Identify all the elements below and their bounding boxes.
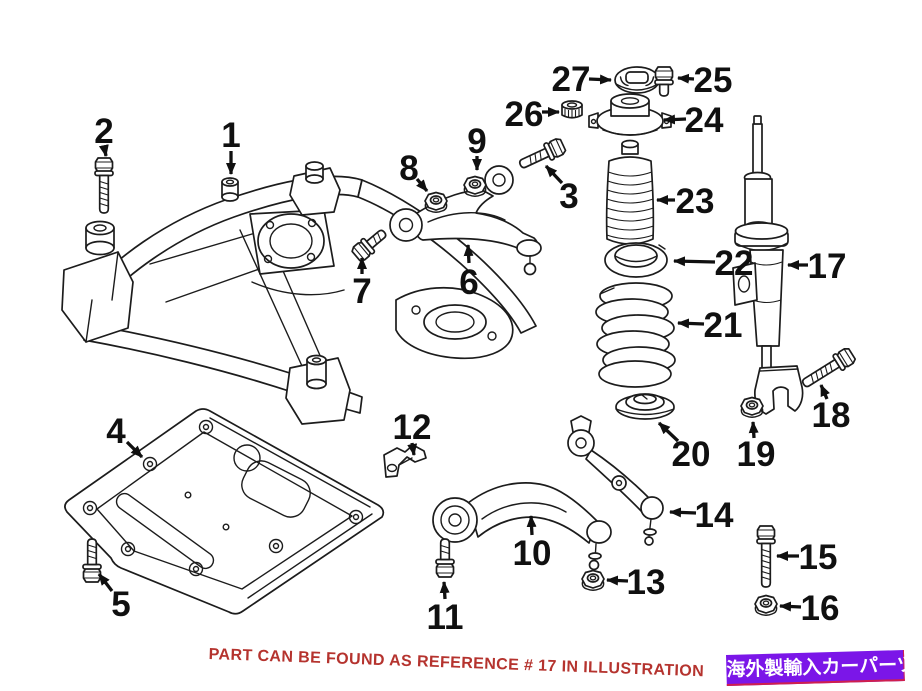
callout-number: 5 (111, 585, 130, 624)
callout-8: 8 (399, 149, 429, 193)
bolt-7 (351, 229, 387, 262)
bolt-3 (518, 138, 567, 169)
callout-19: 19 (737, 421, 776, 474)
callout-17: 17 (787, 247, 847, 286)
subframe-bushing (221, 177, 239, 202)
callout-10: 10 (513, 515, 552, 573)
bolt-18 (801, 348, 857, 388)
subframe (61, 161, 537, 425)
callout-number: 1 (221, 116, 240, 155)
upper-spring-pad (604, 242, 668, 278)
callout-18: 18 (812, 384, 851, 435)
callout-number: 9 (467, 122, 486, 161)
nut-16 (754, 594, 778, 616)
callout-number: 10 (513, 534, 552, 573)
callout-number: 14 (695, 496, 734, 535)
callout-number: 11 (427, 598, 464, 637)
callout-number: 4 (106, 412, 126, 451)
callout-6: 6 (459, 244, 479, 302)
coil-spring (595, 282, 676, 388)
dust-boot (605, 139, 655, 245)
callout-21: 21 (677, 306, 743, 345)
callout-number: 27 (552, 60, 591, 99)
callout-number: 16 (801, 589, 840, 628)
callout-number: 8 (399, 149, 418, 188)
lower-control-arm (432, 482, 612, 571)
callout-27: 27 (552, 60, 612, 99)
callout-23: 23 (656, 182, 715, 221)
callout-11: 11 (427, 581, 464, 637)
callout-number: 3 (559, 177, 578, 216)
callout-number: 21 (704, 306, 743, 345)
callout-number: 7 (352, 272, 371, 311)
callout-4: 4 (106, 412, 144, 459)
tension-strut-arm (567, 415, 664, 546)
shock-strut (732, 115, 804, 415)
callout-26: 26 (505, 95, 560, 134)
callout-24: 24 (663, 101, 724, 140)
strut-mount-cap (614, 66, 660, 94)
callout-20: 20 (657, 421, 711, 474)
callout-12: 12 (393, 408, 432, 456)
callout-25: 25 (677, 61, 733, 100)
callout-5: 5 (97, 572, 131, 624)
callout-number: 26 (505, 95, 544, 134)
bolt-2 (94, 157, 114, 214)
callout-number: 2 (94, 112, 113, 151)
callout-number: 13 (627, 563, 666, 602)
callout-9: 9 (467, 122, 487, 171)
callout-16: 16 (779, 589, 840, 628)
strut-mount (588, 93, 672, 136)
callout-number: 22 (715, 244, 754, 283)
nut-8 (424, 191, 448, 213)
callout-number: 24 (685, 101, 724, 140)
bolt-25 (654, 66, 674, 97)
nut-19 (740, 396, 764, 418)
skid-plate (64, 408, 385, 615)
upper-control-arm (389, 165, 542, 276)
callout-14: 14 (669, 496, 734, 535)
callout-7: 7 (352, 257, 372, 311)
callout-2: 2 (94, 112, 114, 157)
lower-spring-pad (615, 393, 675, 420)
callout-number: 18 (812, 396, 851, 435)
callout-number: 12 (393, 408, 432, 447)
callout-number: 19 (737, 435, 776, 474)
callout-number: 23 (676, 182, 715, 221)
callout-1: 1 (221, 116, 241, 175)
callout-number: 6 (459, 263, 478, 302)
nut-13 (581, 569, 605, 591)
callout-number: 17 (808, 247, 847, 286)
nut-26 (561, 100, 583, 119)
callout-13: 13 (606, 563, 666, 602)
bolt-11 (435, 538, 455, 578)
bolt-5 (82, 538, 102, 583)
callout-15: 15 (776, 538, 838, 577)
callout-number: 25 (694, 61, 733, 100)
mount-bracket (383, 444, 427, 478)
seller-banner-japanese: 海外製輸入カーパーツ (726, 650, 916, 686)
callout-number: 20 (672, 435, 711, 474)
callout-3: 3 (544, 164, 579, 216)
callout-number: 15 (799, 538, 838, 577)
nut-9 (463, 175, 487, 197)
callout-22: 22 (673, 244, 754, 283)
bolt-15 (756, 525, 776, 588)
